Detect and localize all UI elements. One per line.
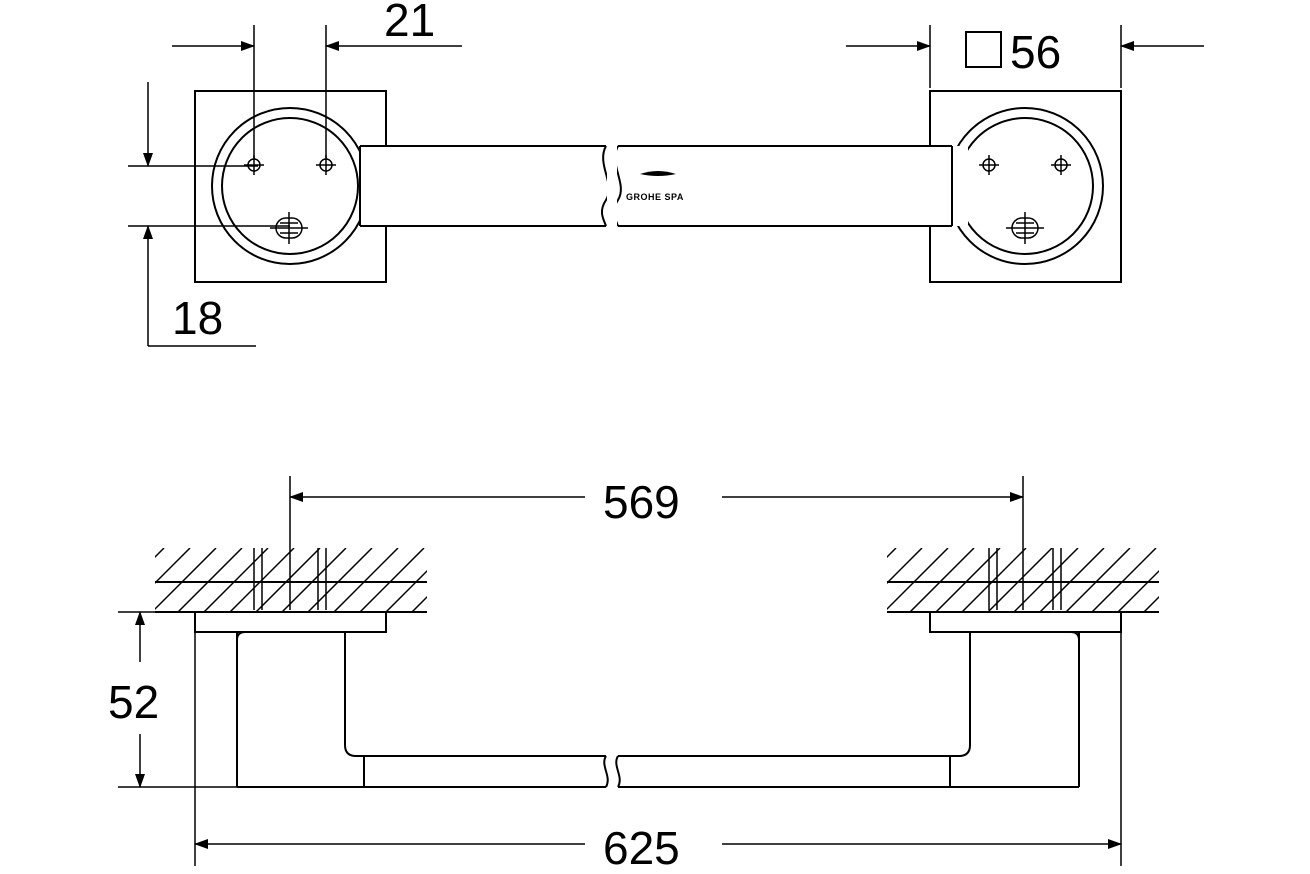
left-mounting-holes xyxy=(244,155,336,244)
svg-text:56: 56 xyxy=(1010,26,1061,78)
grohe-logo-icon xyxy=(640,171,676,176)
right-mounting-holes xyxy=(979,155,1071,244)
svg-text:625: 625 xyxy=(603,822,680,874)
left-bracket xyxy=(194,611,387,787)
svg-text:21: 21 xyxy=(384,0,435,46)
right-wall-section xyxy=(887,548,1159,613)
dimension-569: 569 xyxy=(289,476,1024,610)
svg-text:569: 569 xyxy=(603,476,680,528)
svg-text:18: 18 xyxy=(172,292,223,344)
left-rosette-inner xyxy=(221,117,359,255)
square-icon xyxy=(965,31,1002,68)
right-bracket xyxy=(929,611,1122,787)
left-rosette-outer xyxy=(211,107,369,265)
left-wall-section xyxy=(155,548,427,613)
dimension-625: 625 xyxy=(194,632,1122,874)
top-view: GROHE SPA 21 xyxy=(128,0,1204,347)
dimension-square-56: 56 xyxy=(846,25,1204,88)
screw-centerlines xyxy=(253,548,1062,610)
front-view: 569 52 625 xyxy=(108,476,1159,874)
dimension-18: 18 xyxy=(128,82,290,347)
bar-front xyxy=(237,755,1079,788)
brand-label: GROHE SPA xyxy=(626,192,684,202)
bar-top: GROHE SPA xyxy=(359,140,968,232)
svg-text:52: 52 xyxy=(108,676,159,728)
dimension-52: 52 xyxy=(108,611,237,788)
dimension-21: 21 xyxy=(172,0,462,160)
